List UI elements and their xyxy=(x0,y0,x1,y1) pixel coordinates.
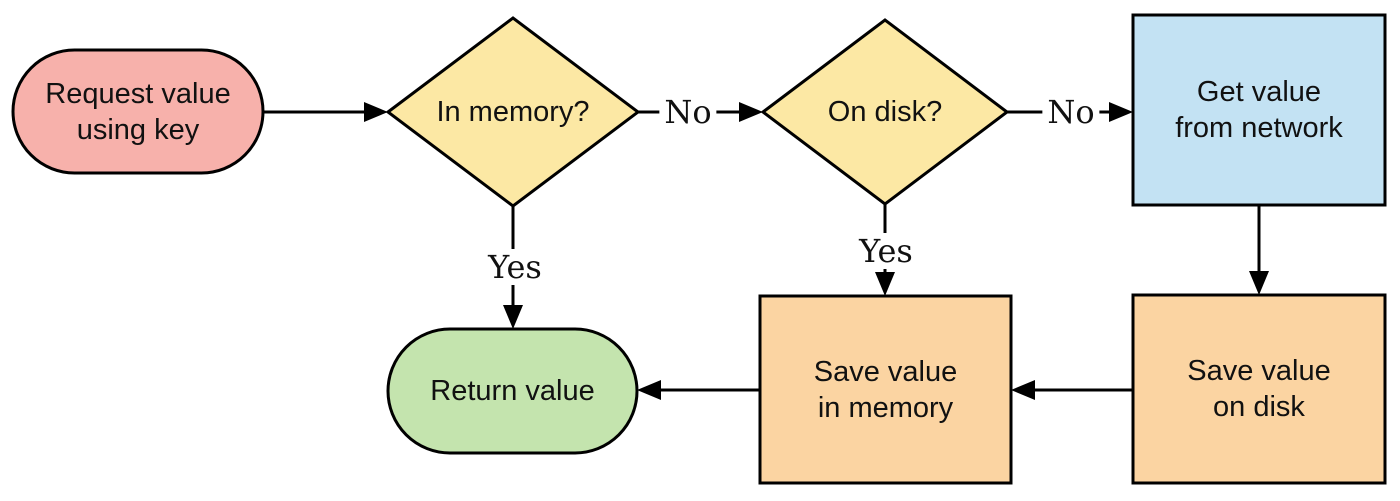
arrowhead-into-network xyxy=(1109,102,1133,122)
arrowhead-into-return-right xyxy=(637,380,661,400)
arrowhead-into-return-top xyxy=(503,305,523,329)
node-shape-save-in-memory xyxy=(758,294,1013,485)
edge-label-yes-ondisk: Yes xyxy=(854,233,918,269)
node-shape-request-value xyxy=(11,48,265,175)
node-shape-in-memory xyxy=(385,16,641,208)
node-shape-save-on-disk xyxy=(1131,293,1387,485)
node-shape-on-disk xyxy=(760,18,1010,206)
edge-label-no-inmemory: No xyxy=(659,94,717,130)
arrowhead-into-inmemory xyxy=(364,102,388,122)
edge-label-no-ondisk: No xyxy=(1042,94,1100,130)
edge-label-yes-inmemory: Yes xyxy=(483,249,547,285)
arrowhead-into-savememory-top xyxy=(875,272,895,296)
arrowhead-into-savedisk xyxy=(1249,271,1269,295)
arrowhead-into-savememory-right xyxy=(1011,380,1035,400)
arrowhead-into-ondisk xyxy=(739,102,763,122)
node-shape-get-from-network xyxy=(1131,13,1387,207)
node-shape-return-value xyxy=(386,327,639,455)
